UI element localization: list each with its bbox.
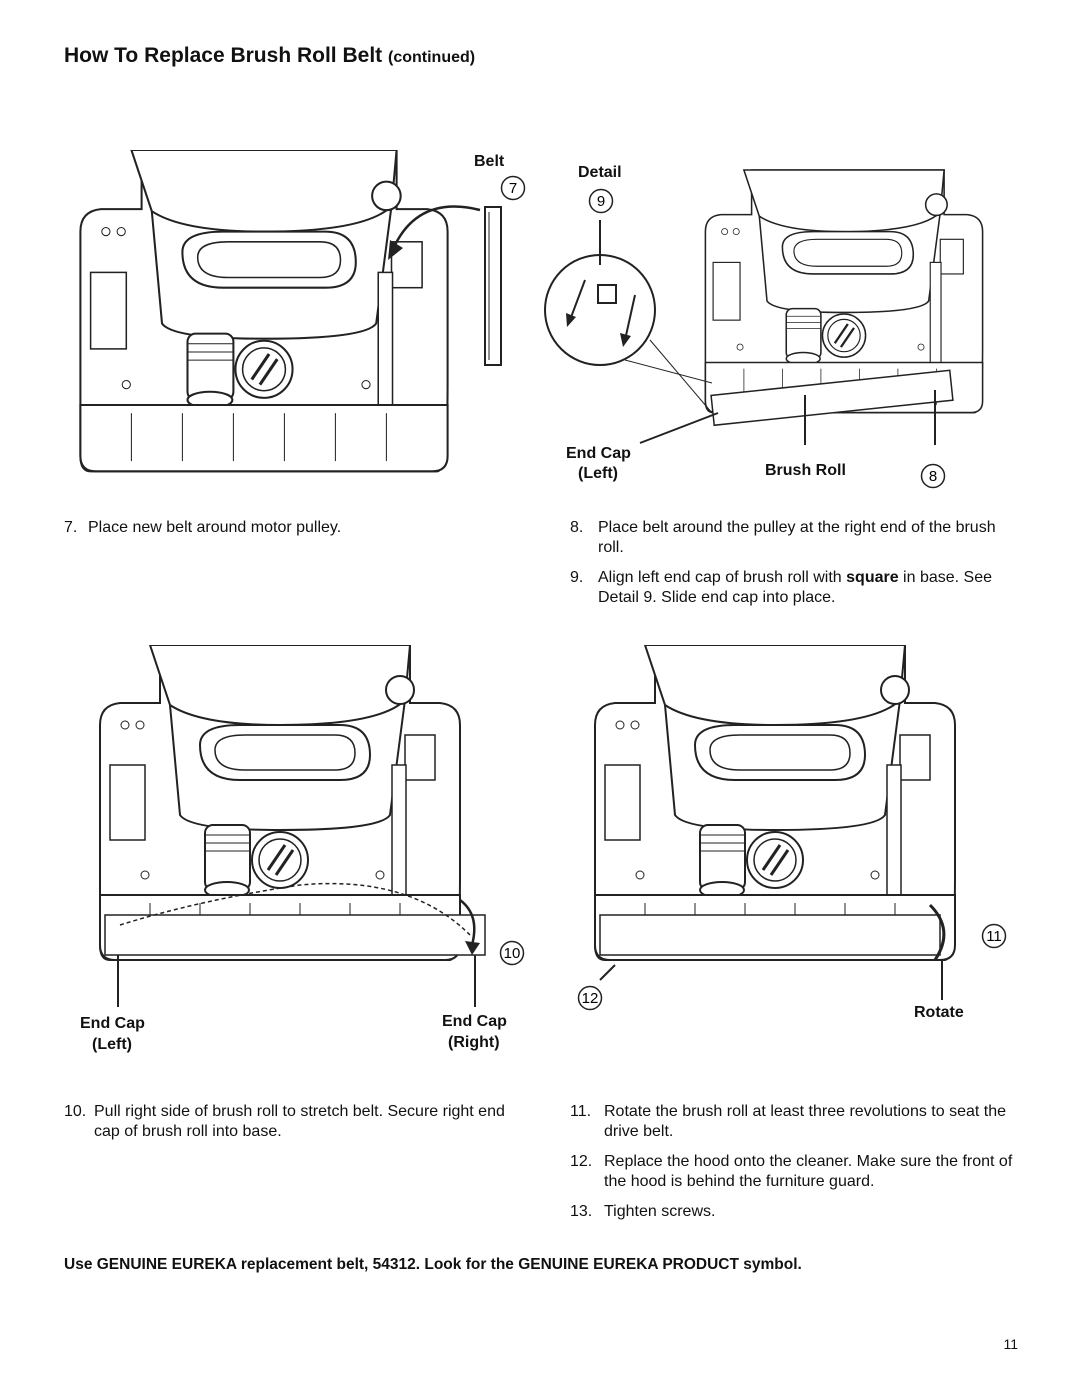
- figure-step-7: [78, 150, 502, 473]
- step-text: Tighten screws.: [604, 1203, 716, 1220]
- brush-roll-illustration: [599, 914, 941, 956]
- callout-7: 7: [500, 175, 526, 201]
- end-cap-right-label-10: End Cap: [442, 1013, 507, 1030]
- belt-label: Belt: [474, 153, 505, 170]
- page-title: How To Replace Brush Roll Belt (continue…: [64, 44, 475, 68]
- end-cap-left-sub-10: (Left): [92, 1036, 132, 1053]
- step-number: 13.: [570, 1203, 593, 1220]
- callout-10-text: 10: [504, 945, 521, 962]
- page-title-suffix: (continued): [388, 49, 476, 66]
- callout-9-text: 9: [597, 193, 605, 210]
- callout-11: 11: [981, 923, 1007, 949]
- step-number: 10.: [64, 1103, 87, 1120]
- genuine-part-note: Use GENUINE EUREKA replacement belt, 543…: [64, 1256, 802, 1273]
- figure-step-8: [544, 168, 984, 445]
- belt-illustration: [484, 206, 502, 366]
- page-title-text: How To Replace Brush Roll Belt: [64, 44, 383, 67]
- step-text: Pull right side of brush roll to stretch…: [94, 1103, 505, 1140]
- step-13: 13. Tighten screws.: [570, 1202, 1020, 1222]
- step-text: Align left end cap of brush roll with sq…: [570, 568, 1018, 608]
- end-cap-left-label-10: End Cap: [80, 1015, 145, 1032]
- step-number: 8.: [570, 519, 584, 536]
- step-text: Replace the hood onto the cleaner. Make …: [604, 1153, 1013, 1190]
- end-cap-left-label-8: End Cap: [566, 445, 631, 462]
- callout-12: 12: [577, 985, 603, 1011]
- callout-7-text: 7: [509, 180, 517, 197]
- page-number: 11: [1003, 1336, 1018, 1352]
- callout-12-text: 12: [582, 990, 599, 1007]
- step-11: 11. Rotate the brush roll at least three…: [570, 1102, 1020, 1142]
- step-9: 9. Align left end cap of brush roll with…: [570, 568, 1018, 608]
- callout-8: 8: [920, 463, 946, 489]
- step-7: 7. Place new belt around motor pulley.: [64, 518, 504, 538]
- step-number: 9.: [570, 569, 584, 586]
- step-12: 12. Replace the hood onto the cleaner. M…: [570, 1152, 1020, 1192]
- step-text-bold: square: [846, 569, 899, 586]
- end-cap-right-sub-10: (Right): [448, 1034, 500, 1051]
- callout-9: 9: [588, 188, 614, 214]
- detail-circle: [544, 254, 656, 366]
- figure-step-11: [593, 645, 957, 1000]
- step-8: 8. Place belt around the pulley at the r…: [570, 518, 1018, 558]
- step-text-before: Align left end cap of brush roll with: [598, 569, 847, 586]
- step-number: 7.: [64, 519, 78, 536]
- callout-11-text: 11: [986, 928, 1002, 945]
- figure-step-10: [98, 645, 486, 1007]
- brush-roll-label: Brush Roll: [765, 462, 846, 479]
- brush-roll-illustration: [710, 369, 954, 427]
- step-text: Place new belt around motor pulley.: [88, 519, 342, 536]
- step-text-after: in base. See Detail 9. Slide end cap int…: [598, 569, 993, 606]
- step-10: 10. Pull right side of brush roll to str…: [64, 1102, 512, 1142]
- callout-8-text: 8: [929, 468, 937, 485]
- brush-roll-illustration: [104, 914, 486, 956]
- rotate-label: Rotate: [914, 1004, 964, 1021]
- step-number: 11.: [570, 1103, 592, 1120]
- end-cap-left-sub-8: (Left): [578, 465, 618, 482]
- step-text: Place belt around the pulley at the righ…: [598, 519, 996, 556]
- step-number: 12.: [570, 1153, 593, 1170]
- callout-10: 10: [499, 940, 525, 966]
- step-text: Rotate the brush roll at least three rev…: [604, 1103, 1007, 1140]
- detail-label: Detail: [578, 164, 622, 181]
